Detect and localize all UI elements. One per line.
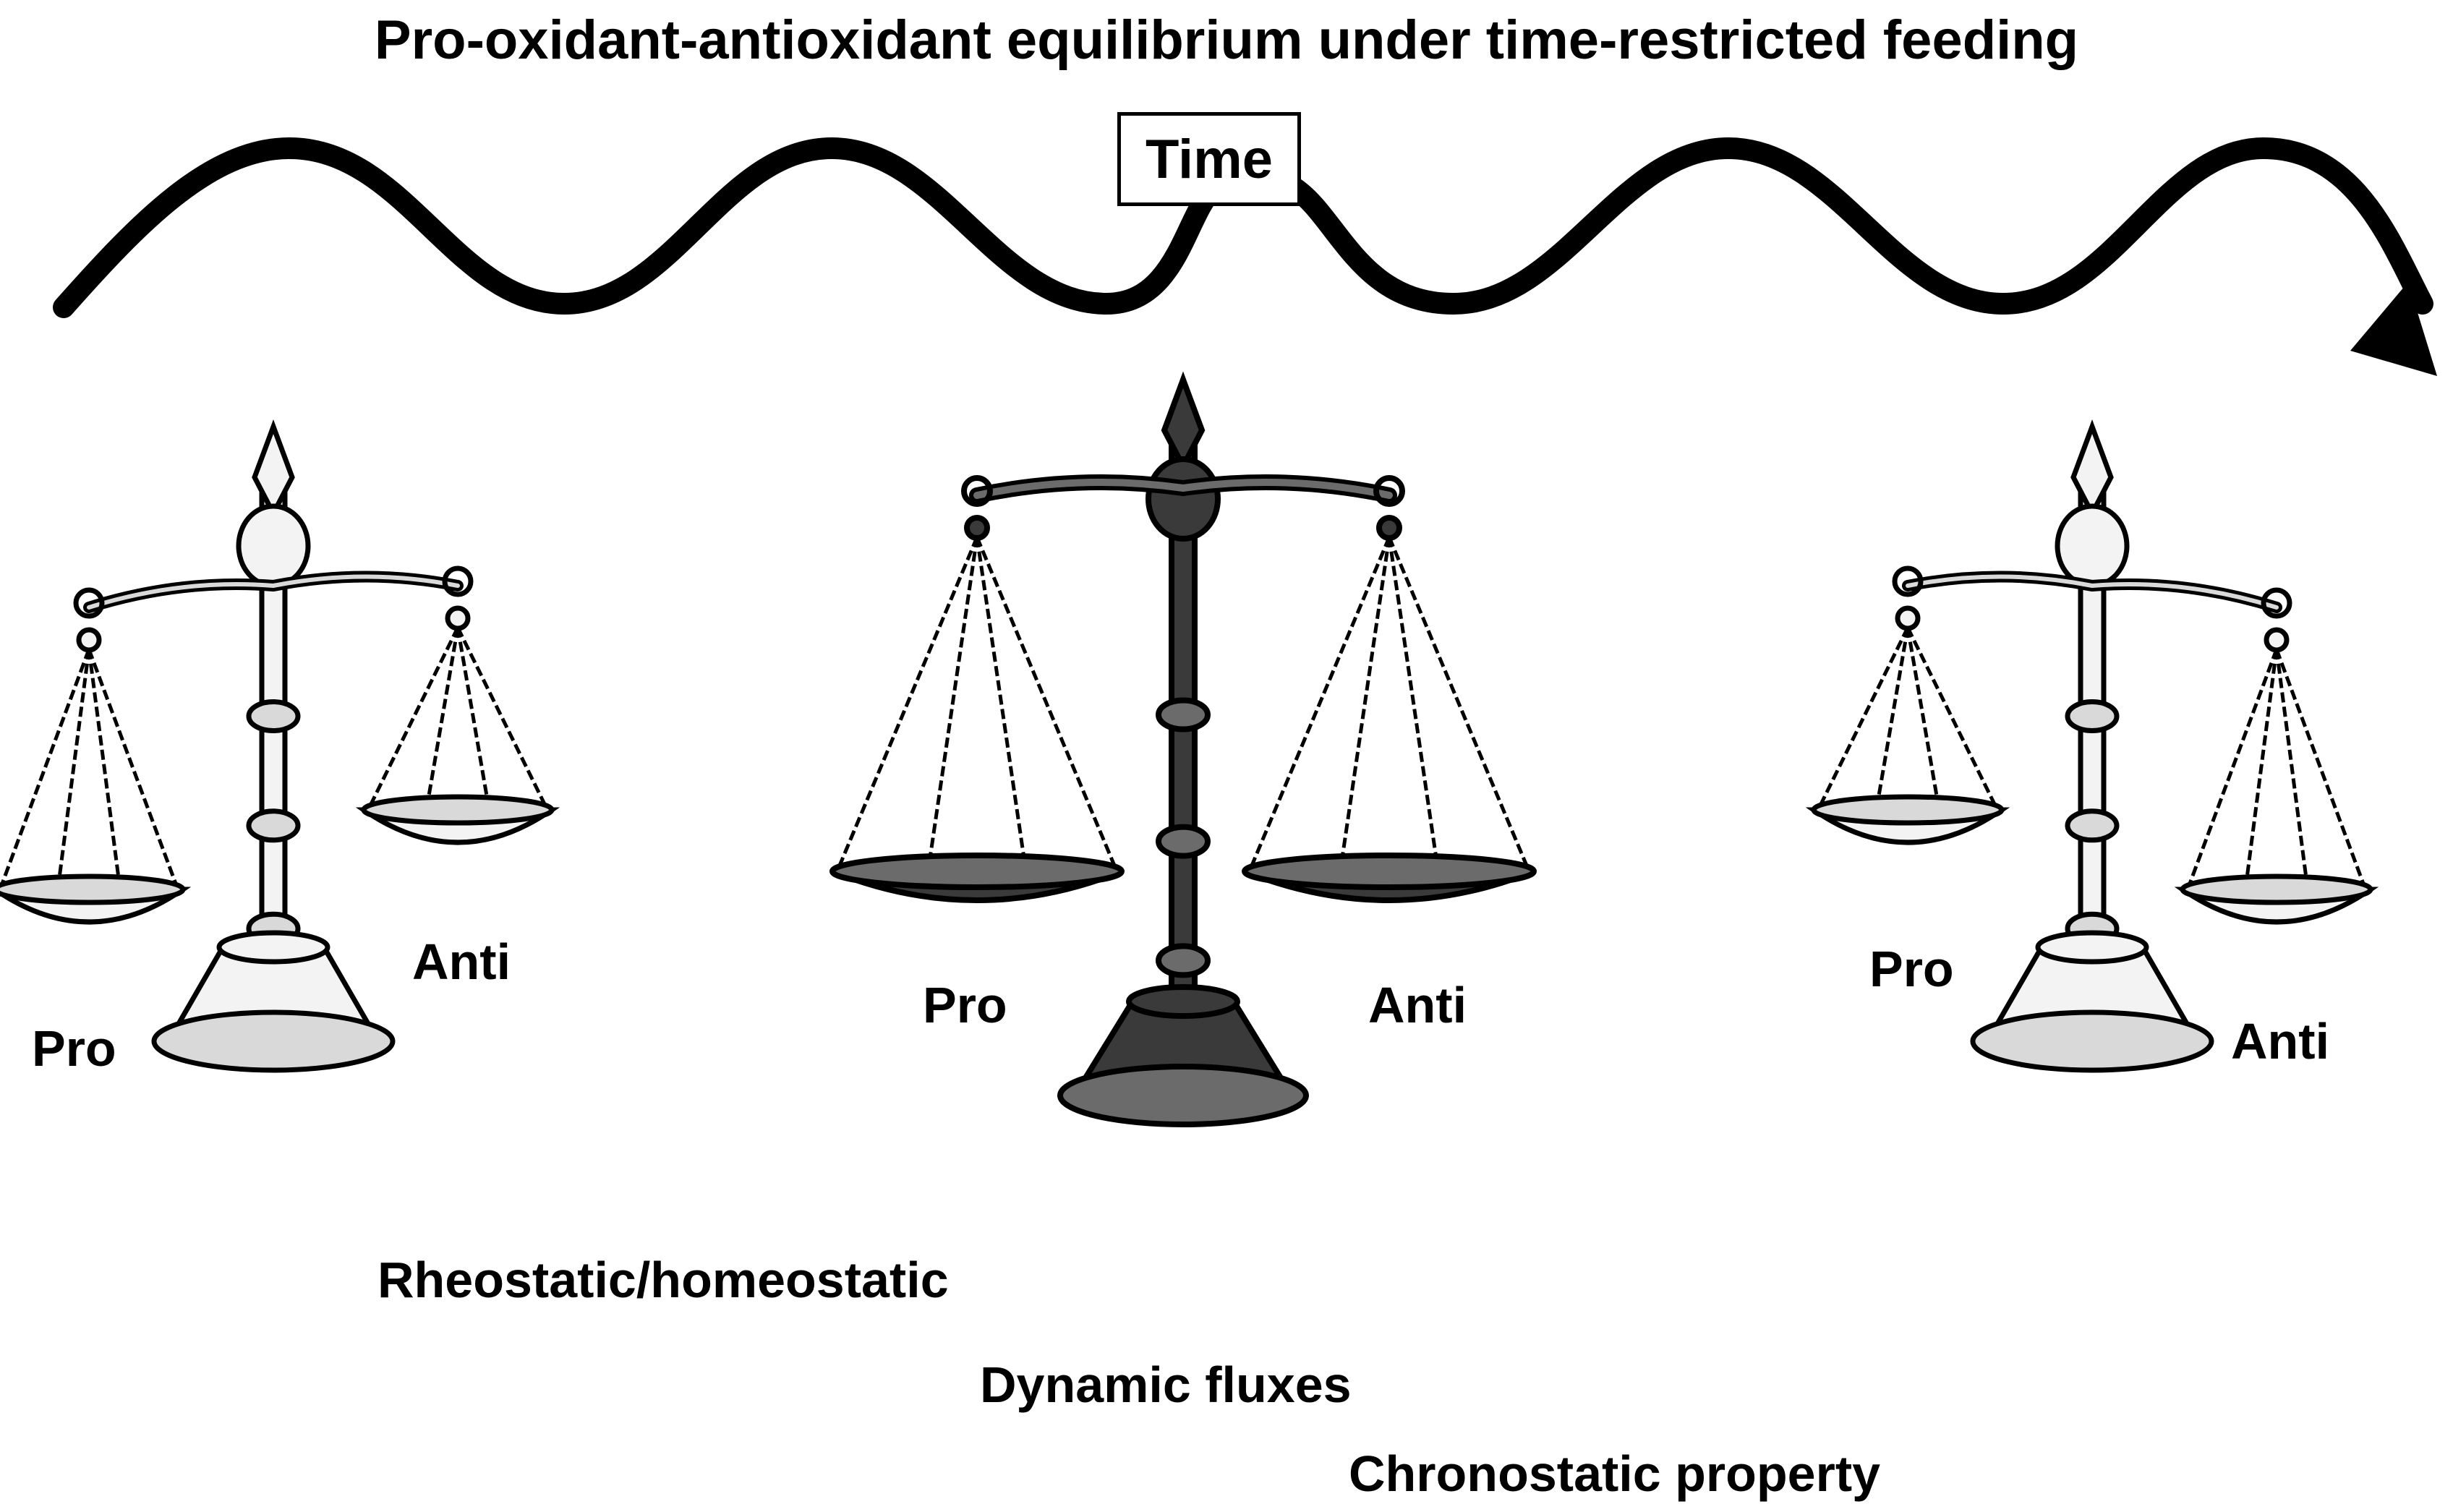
property-dynamic-fluxes: Dynamic fluxes	[980, 1357, 1352, 1413]
scale-pan-hook-right	[2264, 627, 2290, 653]
scale-pillar-knob	[2065, 808, 2120, 843]
scale-beam-curl-right	[442, 565, 474, 597]
scale-beam-curl-right	[2261, 587, 2292, 619]
scale-chain-left	[1906, 626, 1997, 806]
time-label-box: Time	[1117, 112, 1301, 206]
scale-chain-left	[927, 537, 979, 866]
scale-chain-right	[425, 627, 460, 805]
scale-2-anti-label: Anti	[1368, 977, 1467, 1033]
scale-chain-left	[87, 649, 121, 884]
scale-3-pro-label: Pro	[1869, 941, 1954, 997]
balance-scale-anti-heavy	[1805, 419, 2379, 1073]
scale-pan-hook-left	[964, 515, 990, 541]
scale-beam-curl-left	[73, 587, 105, 619]
scale-pillar-knob	[2065, 699, 2120, 733]
scale-chain-right	[1387, 537, 1439, 866]
scale-pan-hook-left	[76, 627, 102, 653]
property-rheostatic: Rheostatic/homeostatic	[377, 1252, 949, 1308]
scale-pan-hook-right	[445, 605, 471, 631]
scale-chain-right	[1339, 537, 1391, 866]
scale-1-pro-label: Pro	[32, 1020, 116, 1077]
scale-chain-right	[2244, 649, 2279, 884]
scale-chain-left	[975, 537, 1027, 866]
scale-pan-hook-left	[1895, 605, 1921, 631]
scale-pan-hook-right	[1376, 515, 1402, 541]
scale-chain-right	[456, 626, 547, 806]
scale-chain-left	[975, 537, 1117, 866]
scale-beam-curl-left	[1892, 565, 1924, 597]
time-label: Time	[1145, 128, 1273, 190]
scale-beam-highlight	[87, 574, 460, 610]
scale-3-anti-label: Anti	[2231, 1013, 2330, 1069]
time-wave-arrow	[53, 137, 2433, 318]
scale-beam-highlight	[973, 479, 1393, 499]
scale-chain-right	[2274, 649, 2309, 884]
diagram-title: Pro-oxidant-antioxidant equilibrium unde…	[374, 9, 2079, 71]
scale-chain-left	[1819, 626, 1910, 806]
scale-chain-right	[2188, 649, 2279, 884]
scale-base-foot	[1970, 1009, 2214, 1073]
scale-chain-right	[456, 627, 490, 805]
property-chronostatic: Chronostatic property	[1349, 1445, 1881, 1502]
scale-chain-left	[56, 649, 91, 884]
scale-base-foot	[1057, 1064, 1309, 1127]
scale-chain-left	[87, 649, 178, 884]
scale-pan-rim-left	[0, 874, 186, 905]
scale-chain-left	[1906, 627, 1940, 805]
scale-chain-right	[1250, 537, 1391, 866]
scale-pan-rim-left	[829, 853, 1125, 890]
balance-scale-balanced	[829, 371, 1537, 1127]
scale-base-foot	[151, 1009, 396, 1073]
scale-pillar-knob	[1156, 697, 1211, 732]
scale-pan-rim-right	[361, 794, 555, 826]
scale-pillar-knob	[246, 808, 301, 843]
scale-pillar-knob	[1156, 943, 1211, 978]
scale-beam-curl-right	[1373, 475, 1405, 507]
scale-pan-rim-right	[2180, 874, 2373, 905]
scale-base-collar	[1126, 984, 1240, 1019]
scale-pan-rim-right	[1242, 853, 1537, 890]
scale-chain-right	[2274, 649, 2365, 884]
scale-crown	[2055, 503, 2130, 589]
scale-beam-highlight	[1906, 574, 2279, 610]
scale-crown	[236, 503, 311, 589]
scale-chain-left	[0, 649, 91, 884]
balance-scale-pro-heavy	[0, 419, 560, 1073]
scale-chain-right	[369, 626, 460, 806]
scale-pillar-knob	[246, 699, 301, 733]
scale-chain-left	[837, 537, 979, 866]
scale-2-pro-label: Pro	[923, 977, 1007, 1033]
scale-pan-rim-left	[1811, 794, 2005, 826]
scale-pillar-knob	[1156, 824, 1211, 859]
time-arrowhead	[2350, 282, 2437, 376]
scale-base-collar	[2035, 930, 2149, 965]
scale-chain-right	[1387, 537, 1529, 866]
scale-crown	[1146, 456, 1221, 542]
scale-1-anti-label: Anti	[412, 934, 511, 990]
scale-base-collar	[216, 930, 330, 965]
scale-chain-left	[1875, 627, 1910, 805]
scale-beam-curl-left	[961, 475, 993, 507]
